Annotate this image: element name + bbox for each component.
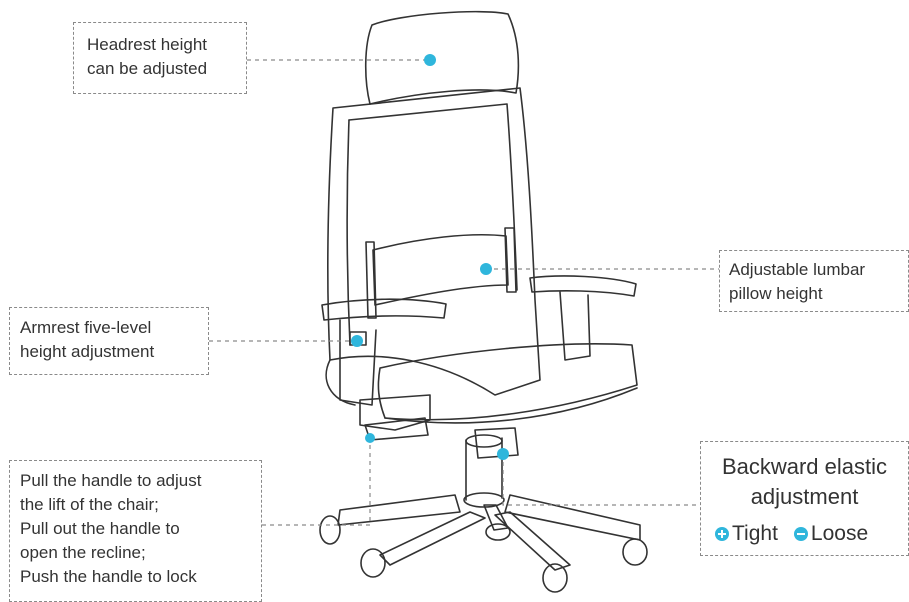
seat-cushion bbox=[378, 344, 637, 420]
handle-label-line-4: open the recline; bbox=[20, 541, 261, 565]
handle-leader bbox=[262, 438, 370, 525]
headrest-label-line-2: can be adjusted bbox=[87, 57, 246, 81]
lumbar-dot bbox=[480, 263, 492, 275]
chair-base bbox=[338, 495, 460, 525]
lumbar-label-line-1: Adjustable lumbar bbox=[729, 258, 908, 282]
minus-circle-icon bbox=[794, 527, 808, 541]
armrest-label: Armrest five-level height adjustment bbox=[9, 307, 209, 375]
backward-leader bbox=[503, 454, 700, 505]
handle-label-line-1: Pull the handle to adjust bbox=[20, 469, 261, 493]
handle-label-line-5: Push the handle to lock bbox=[20, 565, 261, 589]
backward-label-line-2: adjustment bbox=[701, 482, 908, 512]
backward-dot bbox=[497, 448, 509, 460]
armrest-label-line-2: height adjustment bbox=[20, 340, 208, 364]
legend-loose-label: Loose bbox=[811, 522, 868, 546]
armrest-label-line-1: Armrest five-level bbox=[20, 316, 208, 340]
backward-label-line-1: Backward elastic bbox=[701, 452, 908, 482]
headrest-label: Headrest height can be adjusted bbox=[73, 22, 247, 94]
handle-label: Pull the handle to adjust the lift of th… bbox=[9, 460, 262, 602]
headrest-dot bbox=[424, 54, 436, 66]
backward-label: Backward elastic adjustment Tight Loose bbox=[700, 441, 909, 556]
lumbar-label: Adjustable lumbar pillow height bbox=[719, 250, 909, 312]
legend-tight: Tight bbox=[715, 522, 778, 546]
handle-label-line-2: the lift of the chair; bbox=[20, 493, 261, 517]
handle-label-line-3: Pull out the handle to bbox=[20, 517, 261, 541]
legend-tight-label: Tight bbox=[732, 522, 778, 546]
right-armrest bbox=[530, 276, 636, 296]
plus-circle-icon bbox=[715, 527, 729, 541]
lumbar-label-line-2: pillow height bbox=[729, 282, 908, 306]
handle-dot bbox=[365, 433, 375, 443]
caster-wheels bbox=[320, 516, 647, 592]
armrest-dot bbox=[351, 335, 363, 347]
legend-loose: Loose bbox=[794, 522, 868, 546]
tension-legend: Tight Loose bbox=[715, 522, 884, 546]
headrest-label-line-1: Headrest height bbox=[87, 33, 246, 57]
